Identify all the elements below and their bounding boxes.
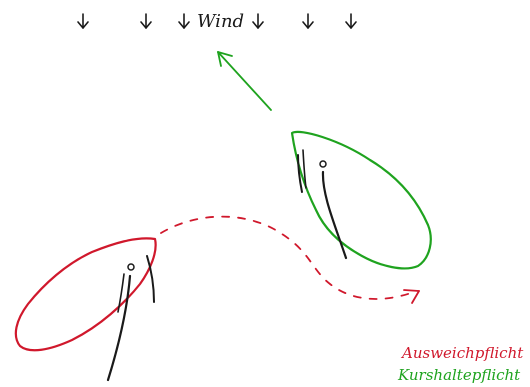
mast-icon	[320, 161, 326, 167]
sail-line	[108, 276, 130, 380]
sailboat-icon	[16, 238, 156, 350]
wind-arrow-icon	[303, 14, 313, 28]
sail-line	[323, 172, 346, 258]
wind-arrow-icon	[253, 14, 263, 28]
course-arrow-icon	[404, 290, 419, 303]
wind-arrow-icon	[346, 14, 356, 28]
wind-label: Wind	[197, 11, 244, 32]
sailboat-icon	[292, 132, 431, 269]
give-way-boat	[16, 238, 156, 380]
legend-give-way: Ausweichpflicht	[400, 344, 524, 362]
stand-on-boat	[292, 132, 431, 269]
wind-arrow-icon	[78, 14, 88, 28]
course-arrow-icon	[218, 52, 271, 110]
wind-arrow-icon	[141, 14, 151, 28]
mast-icon	[128, 264, 134, 270]
give-way-course	[161, 217, 419, 303]
wind-arrow-icon	[179, 14, 189, 28]
legend-stand-on: Kurshaltepflicht	[397, 366, 521, 384]
boom-line	[147, 256, 154, 302]
